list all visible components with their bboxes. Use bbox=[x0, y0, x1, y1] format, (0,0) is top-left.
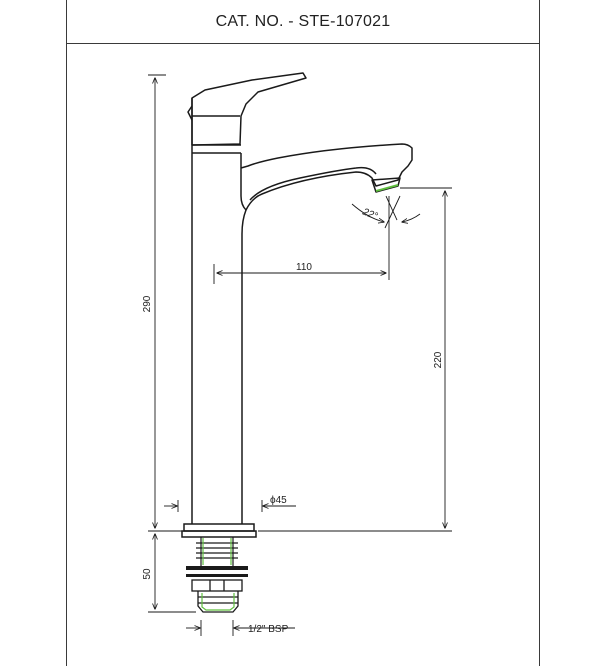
overall-height-label: 290 bbox=[142, 295, 153, 312]
lock-nut bbox=[191, 579, 243, 592]
fitting-accent bbox=[201, 593, 235, 611]
lever-handle bbox=[191, 72, 307, 146]
body-right-edge bbox=[240, 143, 413, 211]
aerator-angle-label: 22° bbox=[360, 206, 379, 222]
washers bbox=[186, 566, 248, 577]
title-block: CAT. NO. - STE-107021 bbox=[67, 0, 539, 44]
spout-underside bbox=[249, 166, 377, 201]
thread-size-label: 1/2" BSP bbox=[248, 624, 289, 635]
thread-length-label: 50 bbox=[142, 568, 153, 580]
drawing-frame: CAT. NO. - STE-107021 bbox=[66, 0, 540, 666]
catalog-number: CAT. NO. - STE-107021 bbox=[215, 12, 391, 30]
base-flange bbox=[181, 523, 257, 538]
aerator-accent bbox=[375, 184, 399, 192]
faucet-outline bbox=[187, 72, 413, 524]
shank-accent-lines bbox=[202, 538, 232, 565]
lever-side-knob bbox=[187, 105, 193, 121]
body-diameter-label: ϕ45 bbox=[270, 495, 287, 506]
threaded-shank bbox=[196, 537, 238, 566]
spout-height-label: 220 bbox=[433, 351, 444, 368]
spout-reach-label: 110 bbox=[296, 262, 312, 273]
dimension-lines bbox=[148, 74, 452, 636]
connector-fitting bbox=[197, 591, 239, 613]
spout-lower-curve bbox=[241, 209, 247, 524]
